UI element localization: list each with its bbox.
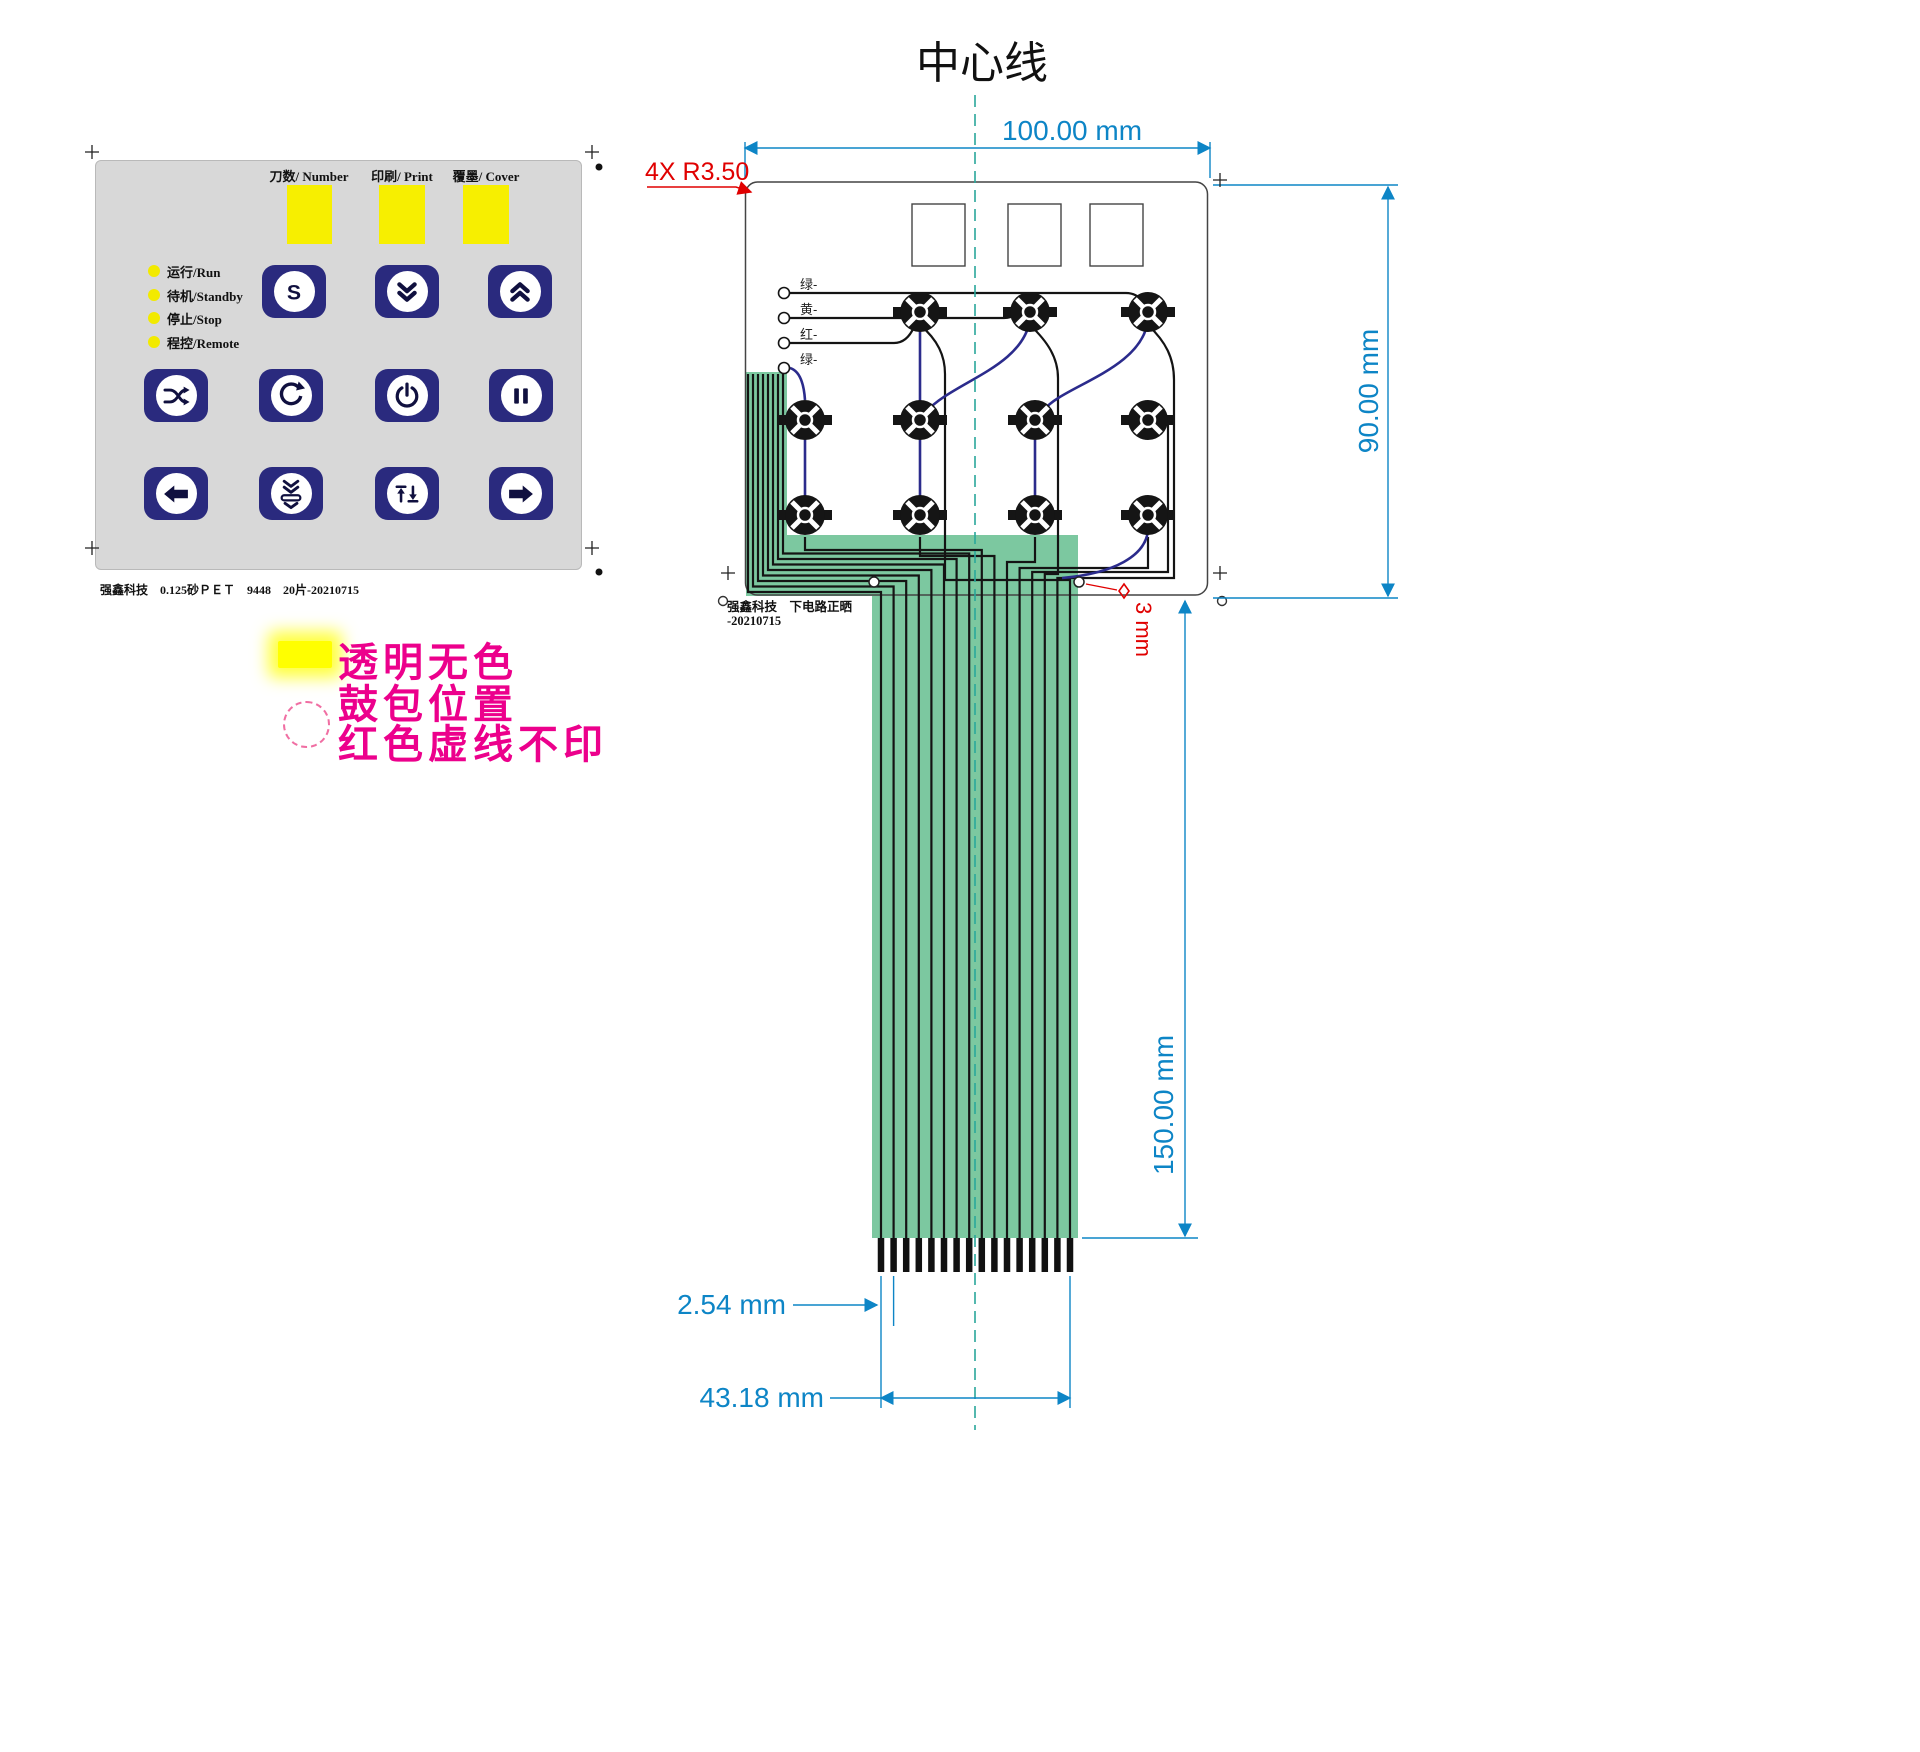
corner-radius-leader	[647, 181, 753, 195]
s-letter-icon: S	[273, 271, 315, 312]
paper-feed-icon	[270, 473, 312, 514]
dim-pitch-label: 2.54 mm	[677, 1289, 786, 1320]
pcb-window-1	[911, 203, 966, 267]
window-label-print: 印刷/ Print	[371, 169, 433, 184]
circuit-footer-line2: -20210715	[727, 614, 781, 628]
led-standby-icon	[148, 289, 160, 301]
led-remote-icon	[148, 336, 160, 348]
legend-line3: 红色虚线不印	[338, 723, 608, 767]
legend-dashed-circle-icon	[283, 701, 330, 748]
led-label-remote: 程控/Remote	[167, 336, 240, 351]
keypad-button-scroll-up	[488, 265, 552, 318]
ribbon-traces-left	[746, 374, 971, 1240]
led-run-icon	[148, 265, 160, 277]
arrow-up-down-icon	[386, 473, 428, 514]
keypad-button-right	[489, 467, 553, 520]
display-window-number	[287, 185, 332, 244]
reg-cross	[721, 566, 735, 580]
diameter-symbol-icon	[1118, 582, 1130, 600]
keypad-button-feed	[259, 467, 323, 520]
keypad-button-cycle	[259, 369, 323, 422]
dim-width-label: 100.00 mm	[1002, 115, 1142, 146]
legend-line1: 透明无色	[338, 641, 518, 685]
keypad-panel: 刀数/ Number 印刷/ Print 覆墨/ Cover 运行/Run 待机…	[95, 160, 582, 570]
pcb-outline	[744, 181, 1209, 596]
ref-circle-left	[717, 595, 729, 607]
keypad-button-pause	[489, 369, 553, 422]
circuit-footer-line1: 强鑫科技 下电路正晒	[727, 599, 853, 614]
hole-leader	[1085, 583, 1118, 591]
shuffle-icon	[155, 375, 197, 416]
led-label-run: 运行/Run	[167, 265, 221, 280]
reg-cross	[585, 145, 599, 159]
wire-label-2: 黄-	[800, 302, 817, 317]
ribbon-traces-right	[803, 324, 1176, 1240]
connector-fingers	[877, 1238, 1074, 1272]
dim-tail-label: 150.00 mm	[1148, 1035, 1179, 1175]
svg-text:S: S	[287, 280, 301, 304]
pcb-window-3	[1089, 203, 1144, 267]
reg-cross	[85, 145, 99, 159]
keypad-button-scroll-down	[375, 265, 439, 318]
wire-label-1: 绿-	[800, 277, 817, 292]
navy-traces	[789, 312, 1150, 580]
led-label-stop: 停止/Stop	[167, 312, 222, 327]
hole-note-label: 3 mm	[1131, 602, 1156, 657]
led-label-standby: 待机/Standby	[167, 289, 243, 304]
corner-radius-note: 4X R3.50	[645, 158, 749, 186]
tail-hole-right	[1073, 576, 1085, 588]
led-stop-icon	[148, 312, 160, 324]
keypad-button-up-down	[375, 467, 439, 520]
arrow-right-icon	[500, 473, 542, 514]
reg-cross	[1213, 566, 1227, 580]
window-label-cover: 覆墨/ Cover	[452, 169, 520, 184]
wire-dot-4	[777, 361, 791, 375]
double-chevron-up-icon	[499, 271, 541, 312]
reg-cross	[585, 541, 599, 555]
wire-label-4: 绿-	[800, 352, 817, 367]
ref-circle-right	[1216, 595, 1228, 607]
keypad-button-left	[144, 467, 208, 520]
wire-dot-2	[777, 311, 791, 325]
display-window-cover	[463, 185, 509, 244]
double-chevron-down-icon	[386, 271, 428, 312]
reg-cross	[1213, 173, 1227, 187]
keypad-button-shuffle	[144, 369, 208, 422]
drawing-title: 中心线	[916, 39, 1048, 88]
dim-height-label: 90.00 mm	[1353, 329, 1384, 454]
reg-cross	[85, 541, 99, 555]
keypad-button-s: S	[262, 265, 326, 318]
reg-dot	[595, 568, 603, 576]
window-label-number: 刀数/ Number	[269, 169, 349, 184]
tail-hole-left	[868, 576, 880, 588]
display-window-print	[379, 185, 425, 244]
pause-icon	[500, 375, 542, 416]
wire-dot-3	[777, 336, 791, 350]
rotate-cycle-icon	[270, 375, 312, 416]
wire-dot-1	[777, 286, 791, 300]
panel-footer-note: 强鑫科技 0.125砂ＰＥＴ 9448 20片-20210715	[100, 583, 359, 597]
dim-connector-label: 43.18 mm	[700, 1382, 825, 1413]
keypad-button-power	[375, 369, 439, 422]
arrow-left-icon	[155, 473, 197, 514]
legend-line2: 鼓包位置	[338, 683, 518, 727]
legend-yellow-swatch	[278, 641, 332, 668]
reg-dot	[595, 163, 603, 171]
wire-label-3: 红-	[800, 327, 817, 342]
power-icon	[386, 375, 428, 416]
pcb-window-2	[1007, 203, 1062, 267]
pcb-body	[745, 182, 1208, 595]
